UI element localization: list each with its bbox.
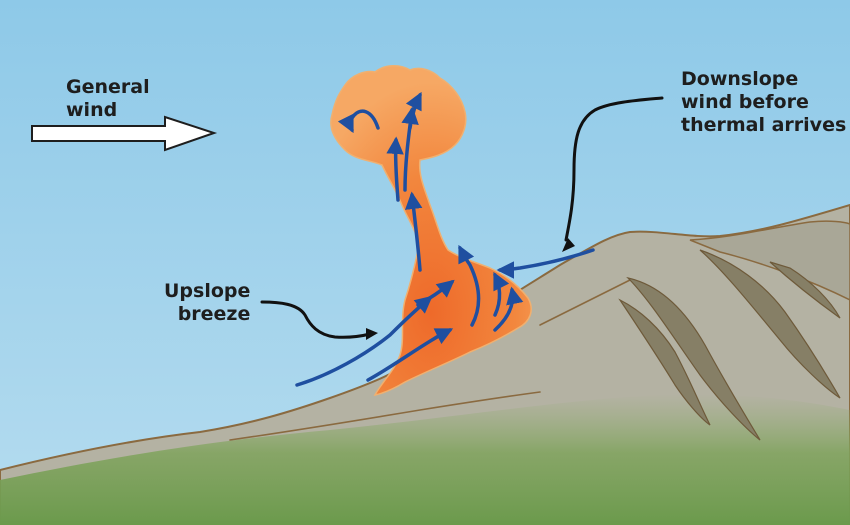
upslope-breeze-label-line1: Upslope [164,280,251,302]
plume-arrow-3 [386,136,404,202]
downslope-arrow [496,248,595,279]
general-wind-arrow [31,115,218,152]
downslope-leader [564,96,664,242]
downslope-leader-tip [562,238,575,252]
upslope-breeze-label-line2: breeze [177,303,251,325]
cloud-swirl-arrow [337,109,380,134]
downslope-wind-label-line2: wind before [681,91,809,113]
upslope-arrow-1 [295,295,433,387]
plume-arrow-1 [404,191,423,272]
upslope-leader-tip [366,328,378,340]
downslope-wind-label-line3: thermal arrives [681,114,847,136]
downslope-wind-label: Downslope wind before thermal arrives [681,68,846,137]
upslope-arrow-3 [416,279,455,307]
callout-leaders [260,96,664,339]
gullies [618,249,841,441]
upslope-arrow-2 [366,328,454,382]
plume-arrow-4 [405,91,422,130]
upslope-breeze-label: Upslope breeze [164,280,250,326]
airflow-arrows [295,91,595,387]
ridge-contours [229,279,631,441]
general-wind-label: General wind [66,76,150,122]
grass [0,394,850,525]
upslope-arrow-5 [493,271,510,317]
general-wind-label-line1: General [66,76,150,98]
upslope-arrow-4 [458,244,481,327]
fire-plume [330,65,532,397]
upslope-leader [260,300,372,339]
general-wind-label-line2: wind [66,99,118,121]
downslope-wind-label-line1: Downslope [681,68,799,90]
upslope-arrow-6 [493,286,524,332]
back-ridge [689,220,850,301]
